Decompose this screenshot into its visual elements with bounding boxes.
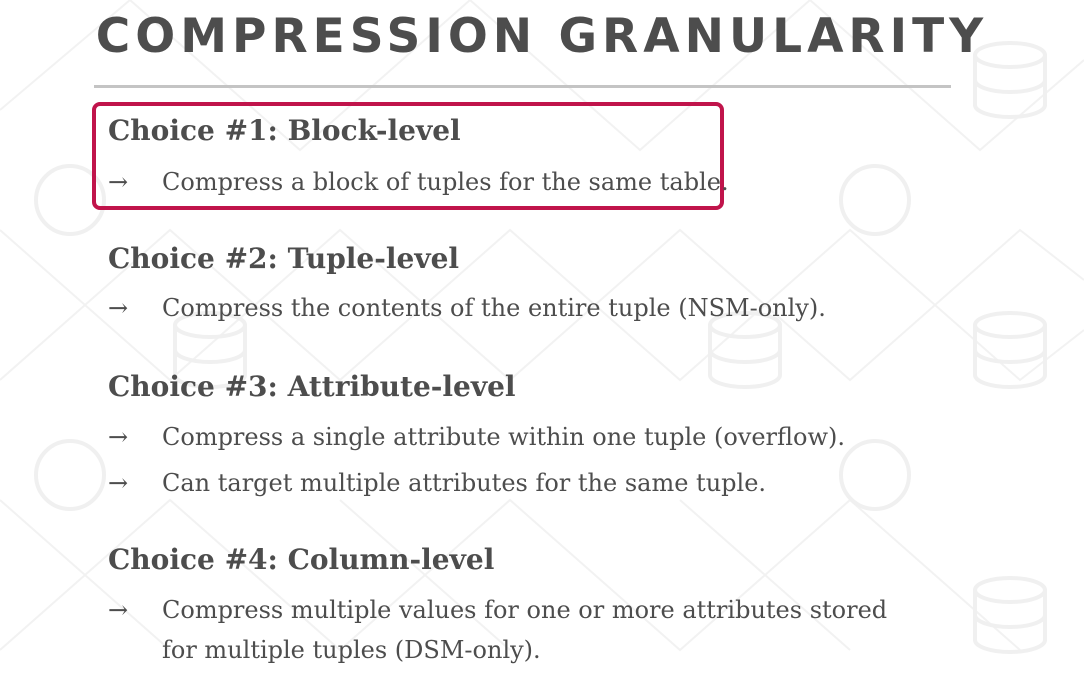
title-divider: [94, 85, 951, 88]
bullet-text: Compress the contents of the entire tupl…: [162, 294, 826, 322]
bullet-text: Compress multiple values for one or more…: [162, 596, 888, 664]
arrow-icon: →: [108, 469, 129, 497]
bullet-text: Compress a block of tuples for the same …: [162, 168, 729, 196]
arrow-icon: →: [108, 294, 129, 322]
choice-1-bullet-1: → Compress a block of tuples for the sam…: [108, 162, 729, 202]
choice-1-heading: Choice #1: Block-level: [108, 114, 461, 147]
choice-4-bullet-1: → Compress multiple values for one or mo…: [108, 590, 922, 670]
arrow-icon: →: [108, 596, 129, 624]
skull-icon: [34, 164, 911, 511]
highlight-box: [92, 102, 724, 210]
arrow-icon: →: [108, 423, 129, 451]
choice-4-heading: Choice #4: Column-level: [108, 543, 495, 576]
choice-2-bullet-1: → Compress the contents of the entire tu…: [108, 288, 826, 328]
choice-3-heading: Choice #3: Attribute-level: [108, 370, 516, 403]
bullet-text: Compress a single attribute within one t…: [162, 423, 846, 451]
database-icon: [173, 41, 1047, 654]
choice-3-bullet-2: → Can target multiple attributes for the…: [108, 463, 766, 503]
bullet-text: Can target multiple attributes for the s…: [162, 469, 767, 497]
choice-2-heading: Choice #2: Tuple-level: [108, 242, 460, 275]
choice-3-bullet-1: → Compress a single attribute within one…: [108, 417, 845, 457]
slide-title: COMPRESSION GRANULARITY: [95, 9, 989, 64]
arrow-icon: →: [108, 168, 129, 196]
